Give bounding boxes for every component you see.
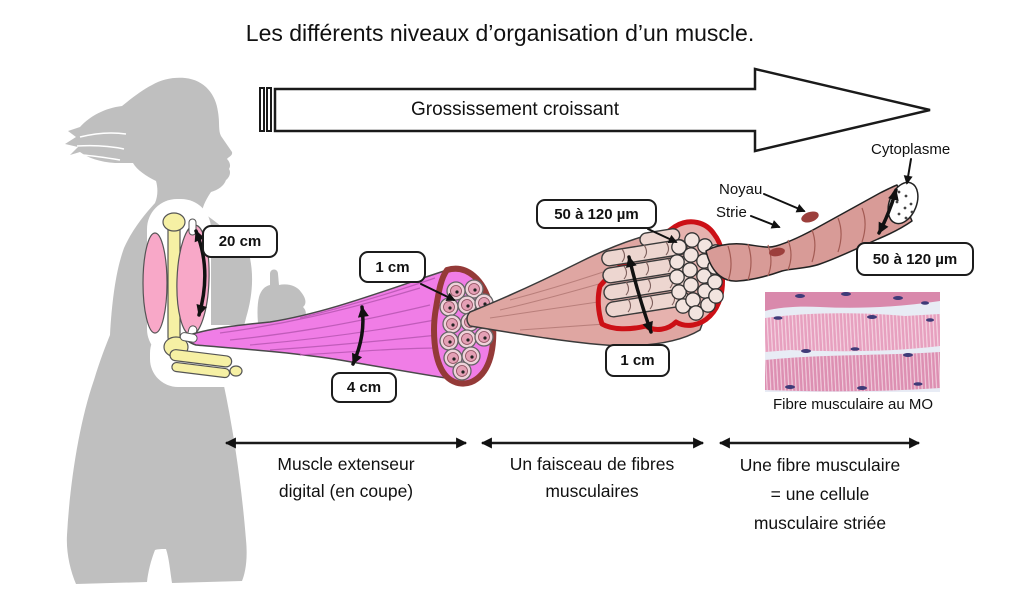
callout-noyau [763,193,806,213]
extensor-tendon [179,332,198,343]
label-fiber-diameter: 50 à 120 µm [856,242,974,276]
micrograph-image [765,292,940,392]
arrow-20cm [194,229,208,317]
page-title: Les différents niveaux d’organisation d’… [245,20,755,46]
fascicle-callout-value: 1 cm [375,258,410,276]
section-label-line: musculaire striée [753,513,887,533]
magnification-arrow [259,67,931,153]
section-label-line: musculaires [545,481,639,501]
extensor-muscle-streaks [219,277,441,356]
fiber-diameter-value: 50 à 120 µm [872,250,958,268]
section-label-line: digital (en coupe) [278,481,414,501]
fiber-nucleus-1 [801,211,819,223]
section-label-line: Un faisceau de fibres [509,454,675,474]
callout-strie [750,215,781,229]
forearm-bone-2 [171,361,231,379]
muscle-diameter-value: 4 cm [346,379,382,396]
label-fascicle-diameter: 1 cm [605,344,670,377]
measure-arrows [194,158,913,366]
section-label-fibre: Une fibre musculaire = une cellule muscu… [700,451,940,538]
forearm-bone-1 [169,349,233,368]
arrow-bar-1 [259,87,265,132]
cytoplasm-label: Cytoplasme [871,141,951,158]
callout-1cm [420,283,456,301]
fiber-striations [727,207,866,282]
ponytail-strands [76,132,127,161]
callout-cytoplasme [903,158,913,185]
label-fiber-callout: 50 à 120 µm [536,199,657,229]
fiber-nucleus-2 [769,247,785,257]
micrograph-caption: Fibre musculaire au MO [772,396,934,413]
arrow-1cm-fascicle [625,255,653,334]
striation-label: Strie [716,204,747,221]
section-label-line: Une fibre musculaire [739,455,901,475]
nucleus-label: Noyau [719,181,763,198]
label-fascicle-callout: 1 cm [359,251,426,283]
fiber-cut-circles [669,232,724,321]
label-muscle-length: 20 cm [202,225,278,258]
label-muscle-diameter: 4 cm [331,372,397,403]
arrow-bar-2 [266,87,272,132]
magnification-arrow-label: Grossissement croissant [410,99,619,120]
muscle-length-value: 20 cm [218,233,262,250]
callout-50-120 [647,228,678,244]
arrow-body [273,67,931,153]
fiber-callout-value: 50 à 120 µm [554,205,639,223]
shoulder-knob [162,212,186,232]
wrist-knob [229,365,243,377]
arm-muscle-back [142,232,168,334]
section-label-line: = une cellule [770,484,870,504]
fascicle-diameter-value: 1 cm [620,352,655,369]
cytoplasm-dots [895,190,914,220]
section-label-muscle: Muscle extenseur digital (en coupe) [236,451,456,505]
arrow-fiber-diameter [877,188,899,235]
arrow-4cm [351,305,369,366]
section-label-faisceau: Un faisceau de fibres musculaires [482,451,702,505]
section-label-line: Muscle extenseur [277,454,415,474]
